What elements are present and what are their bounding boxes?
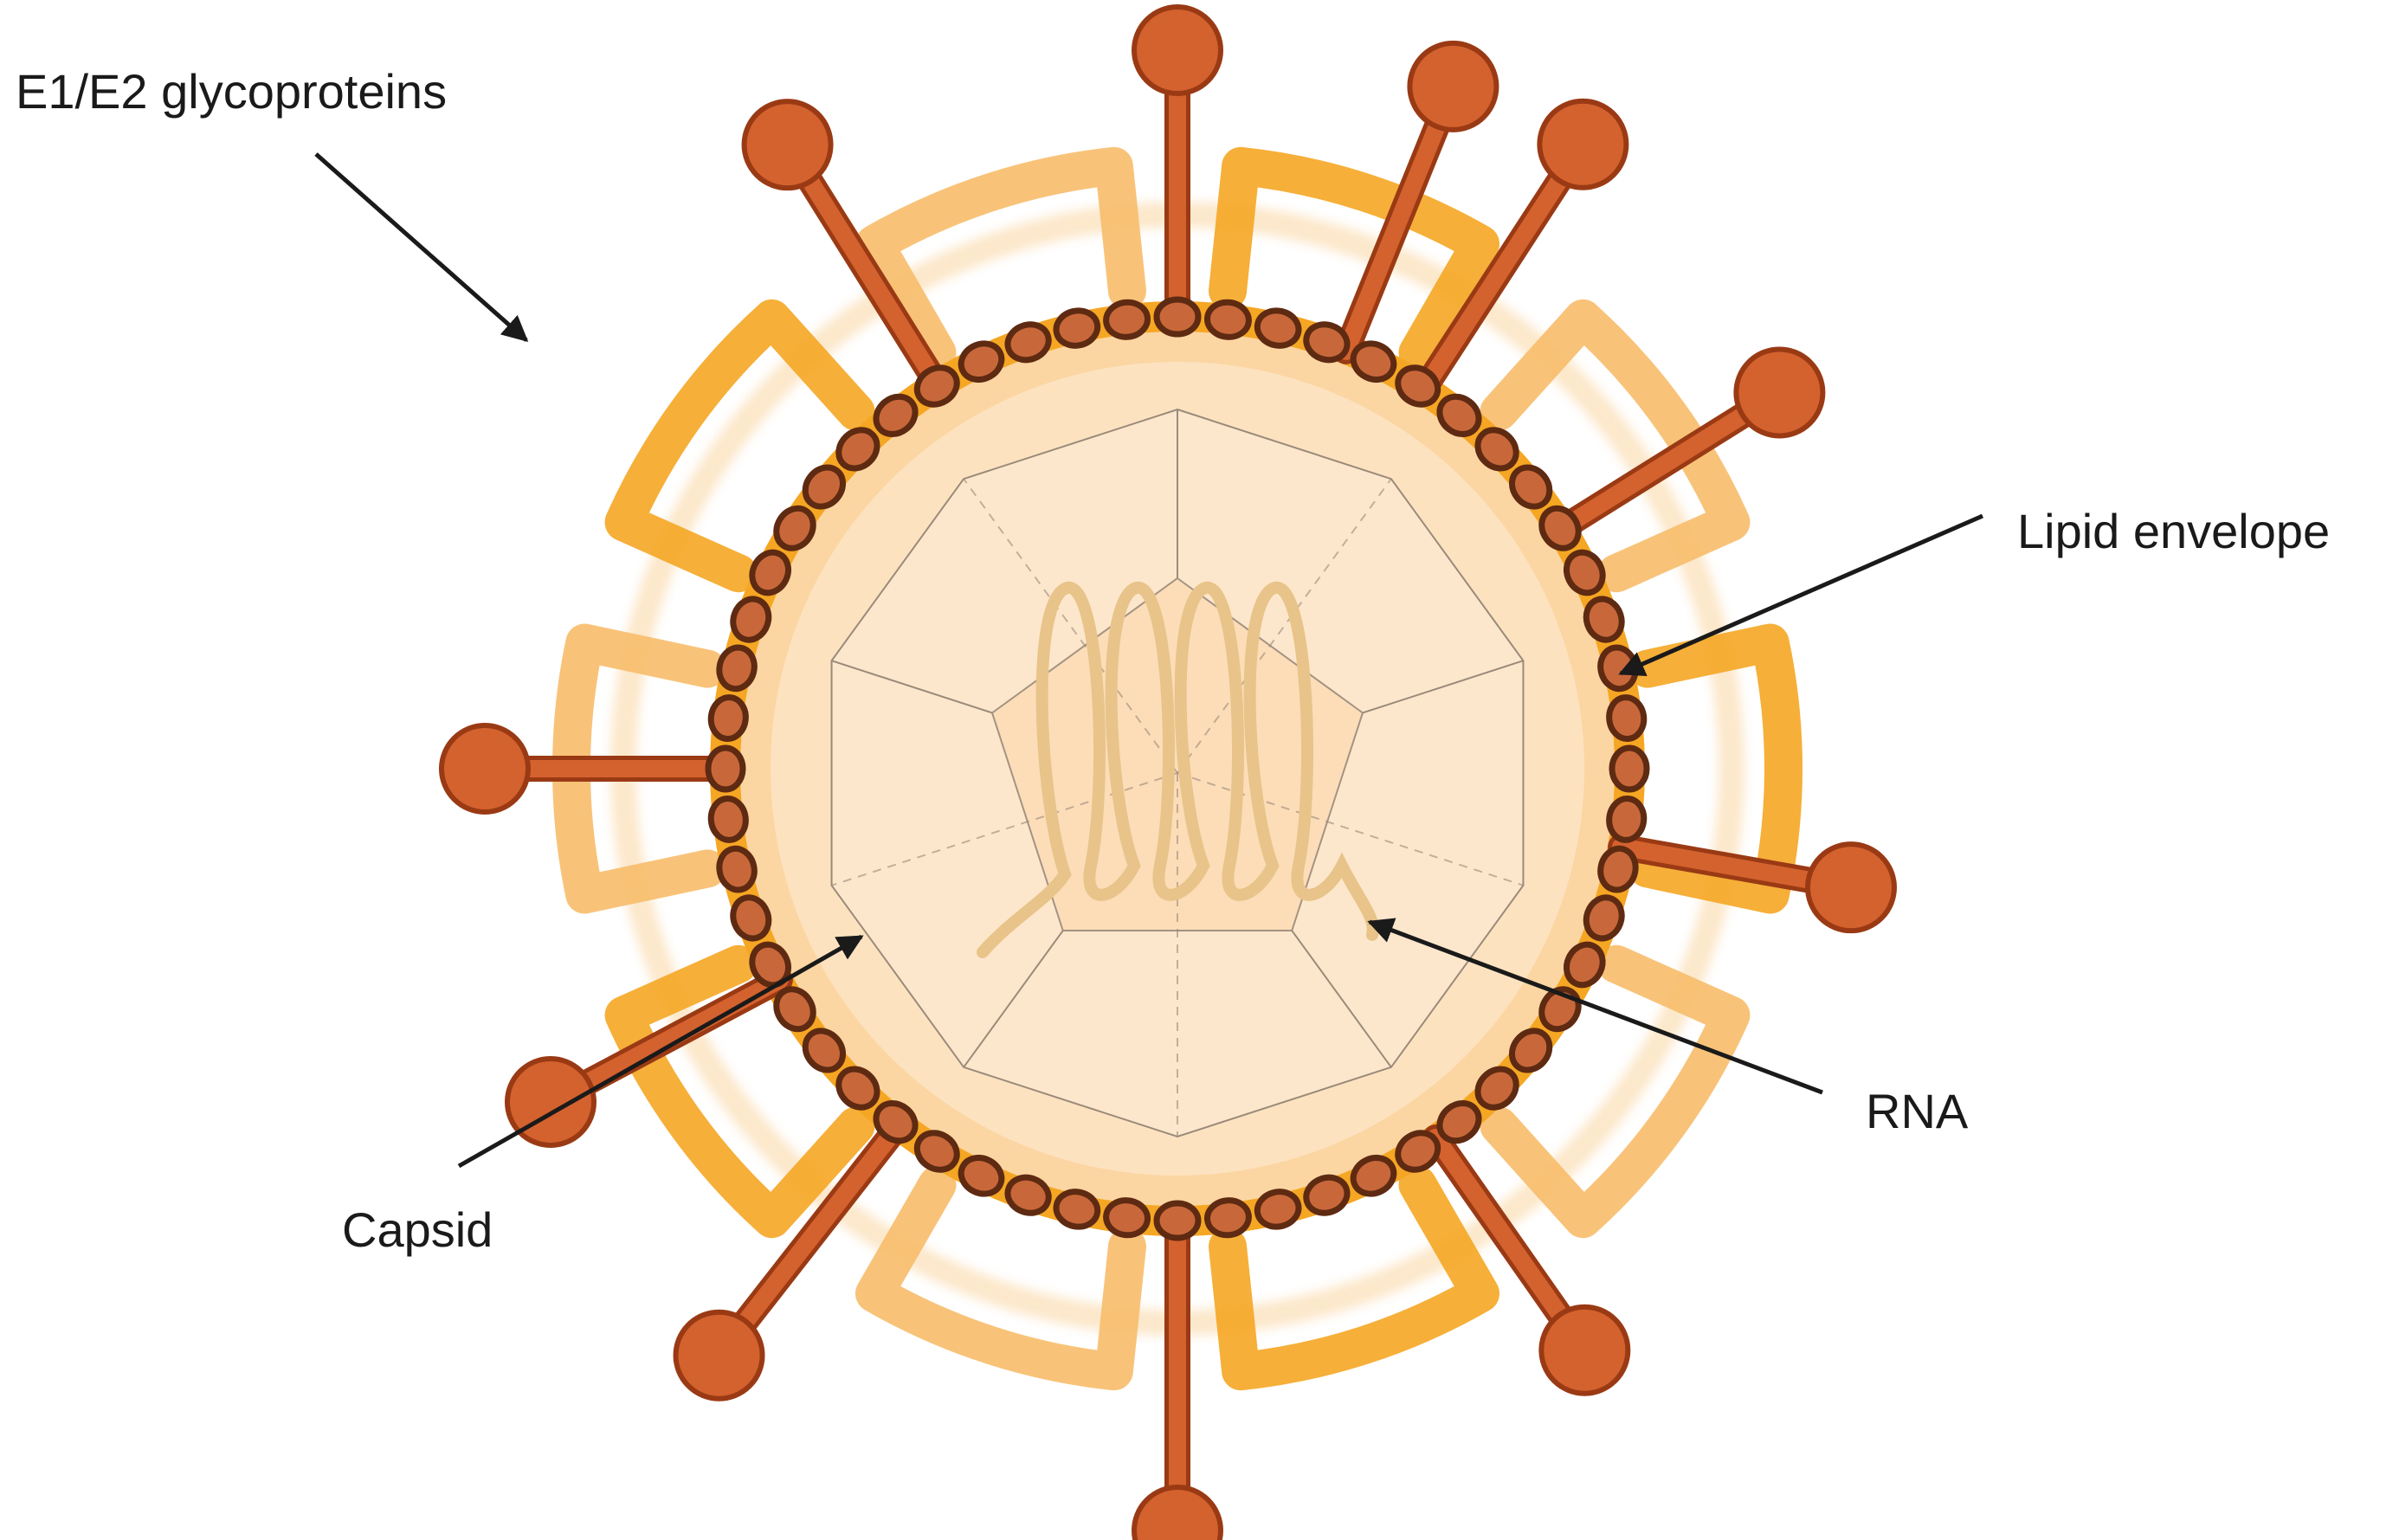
spike-head (673, 1309, 765, 1401)
lipid-bead (1609, 744, 1650, 793)
lipid-bead (1103, 299, 1151, 340)
envelope-arch (1209, 146, 1499, 372)
lipid-bead (1254, 1189, 1302, 1230)
rna-strand (977, 582, 1379, 958)
lipid-bead (1350, 1154, 1397, 1197)
lipid-bead (1563, 549, 1606, 596)
spike-head (1132, 4, 1223, 96)
lipid-bead (707, 694, 749, 743)
lipid-bead (1606, 694, 1648, 743)
lipid-bead (1395, 1130, 1441, 1173)
lipid-bead (1583, 596, 1625, 643)
lipid-bead (1395, 364, 1441, 408)
lipid-bead (1103, 1197, 1151, 1239)
spike-head (1537, 98, 1629, 190)
envelope-arch (1480, 299, 1751, 593)
lipid-bead (1303, 321, 1351, 364)
lipid-bead (802, 1028, 847, 1073)
envelope-arch (1209, 1165, 1499, 1391)
lipid-bead (705, 744, 746, 793)
spike-stem (1414, 135, 1592, 400)
lipid-bead (1583, 894, 1625, 942)
lipid-bead (1350, 340, 1397, 383)
lipid-bead (1563, 941, 1606, 989)
lipid-bead (749, 549, 792, 596)
capsid-edge (1291, 930, 1392, 1068)
lipid-bead (1153, 296, 1202, 338)
lipid-envelope-label: Lipid envelope (2017, 504, 2330, 558)
lipid-bead (716, 845, 758, 893)
rna-arrow (1367, 918, 1823, 1095)
lipid-bead (1004, 321, 1052, 364)
lipid-bead (958, 340, 1005, 383)
lipid-bead (773, 505, 816, 551)
lipid-bead (1474, 1066, 1519, 1111)
lipid-bead (1597, 845, 1639, 893)
lipid-bead (913, 364, 960, 408)
rna-coil (977, 582, 1379, 958)
lipid-bead (913, 1130, 960, 1173)
capsid-hidden-edge (963, 478, 1178, 774)
lipid-bead (1508, 464, 1553, 510)
lipid-envelope-arrow (1618, 513, 1983, 676)
capsid-label: Capsid (342, 1202, 493, 1257)
capsid-edge (831, 660, 993, 714)
capsid (830, 408, 1525, 1138)
lipid-bead (730, 596, 772, 643)
glycoproteins-label: E1/E2 glycoproteins (16, 64, 447, 119)
spike-head (1538, 1304, 1631, 1396)
lipid-bead (716, 644, 758, 693)
lipid-bead (835, 1066, 880, 1111)
spike-head (1132, 1485, 1223, 1540)
lipid-bead (1203, 1197, 1252, 1239)
capsid-hidden-edge (1177, 772, 1524, 886)
spike-head (439, 723, 531, 815)
lipid-bead (835, 427, 880, 472)
rna-label: RNA (1866, 1084, 1969, 1138)
lipid-bead (773, 986, 816, 1033)
lipid-bead (802, 464, 847, 510)
lipid-bead (1053, 307, 1101, 349)
lipid-bead (730, 894, 772, 942)
lipid-bead (1203, 299, 1252, 340)
lipid-bead (707, 795, 749, 843)
envelope-arch (855, 146, 1146, 372)
lipid-bead (1153, 1200, 1202, 1241)
capsid-edge (963, 930, 1064, 1068)
envelope-arch (604, 944, 875, 1239)
lipid-bead (1606, 795, 1648, 843)
spike-stem (710, 1114, 909, 1364)
capsid-edge (1362, 660, 1524, 714)
lipid-bead (1053, 1189, 1101, 1230)
lipid-bead (1254, 307, 1302, 349)
lipid-bead (1436, 393, 1482, 438)
envelope-arch (604, 299, 875, 593)
lipid-bead (873, 1099, 919, 1144)
envelope-arch (855, 1165, 1146, 1391)
lipid-bead (1004, 1174, 1052, 1216)
spike-stem (1337, 77, 1462, 360)
spike-head (1804, 841, 1897, 934)
capsid-hidden-edge (1177, 478, 1392, 774)
lipid-bead (1474, 427, 1519, 472)
lipid-bead (1508, 1028, 1553, 1073)
lipid-bead (958, 1154, 1005, 1197)
capsid-hidden-edge (831, 772, 1178, 886)
lipid-bead (1436, 1099, 1482, 1144)
spike-head (504, 1055, 597, 1148)
lipid-bead (1303, 1174, 1351, 1216)
spike-head (1407, 40, 1499, 132)
glycoprotein-spikes (439, 4, 1897, 1540)
spike-head (741, 99, 834, 191)
lipid-bead (873, 393, 919, 438)
spike-stem (778, 136, 948, 396)
lipid-bilayer-beads (705, 296, 1650, 1241)
lipid-bead (1538, 505, 1582, 551)
envelope-arch (1480, 944, 1751, 1239)
spike-head (1733, 346, 1826, 439)
capsid-arrow (457, 934, 864, 1169)
glycoproteins-arrow (314, 152, 529, 342)
